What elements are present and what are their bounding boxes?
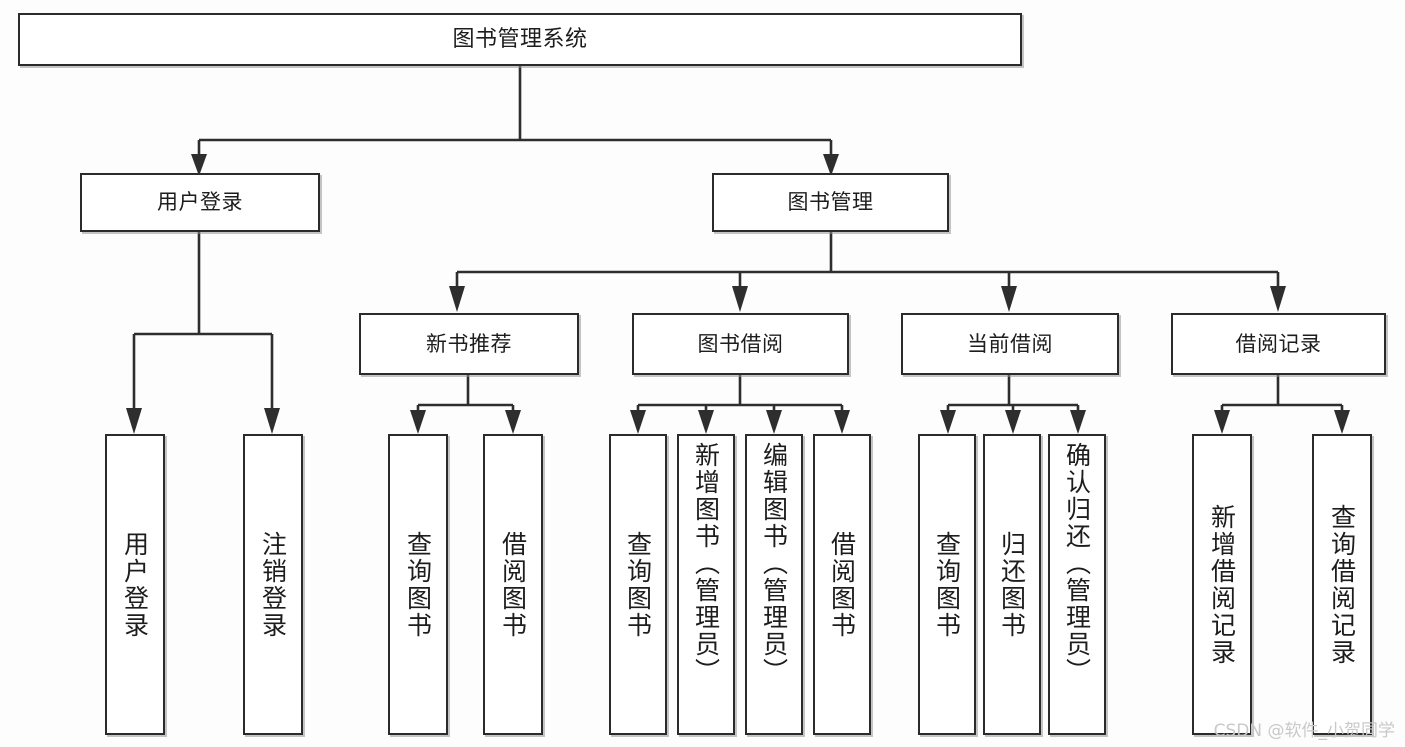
leaf-borrow-query-book[interactable]: 查询图书 [609, 434, 667, 735]
arrowhead-current-leaf-3 [1070, 410, 1086, 434]
leaf-label: 查询借阅记录 [1327, 503, 1357, 666]
arrowhead-book-manage [823, 154, 839, 176]
leaf-borrow-borrow-book[interactable]: 借阅图书 [813, 434, 871, 735]
arrowhead-recommend-leaf-2 [505, 410, 521, 434]
leaf-label: 用户登录 [120, 530, 150, 639]
leaf-label: 查询图书 [623, 530, 653, 639]
arrowhead-borrow-leaf-3 [766, 410, 782, 434]
leaf-record-add-record[interactable]: 新增借阅记录 [1192, 434, 1252, 735]
arrowhead-leaf-user-login [126, 408, 142, 434]
leaf-recommend-query-book[interactable]: 查询图书 [388, 434, 448, 735]
leaf-current-return-book[interactable]: 归还图书 [983, 434, 1041, 735]
leaf-borrow-edit-book[interactable]: 编辑图书（管理员） [745, 434, 803, 735]
leaf-current-query-book[interactable]: 查询图书 [918, 434, 976, 735]
leaf-label: 查询图书 [403, 530, 433, 639]
node-root[interactable]: 图书管理系统 [18, 13, 1022, 66]
arrowhead-leaf-logout [264, 408, 280, 434]
leaf-label: 查询图书 [932, 530, 962, 639]
node-book-manage[interactable]: 图书管理 [712, 173, 949, 232]
arrowhead-user-login [191, 154, 207, 176]
node-current-borrow[interactable]: 当前借阅 [901, 313, 1119, 375]
arrowhead-record-leaf-2 [1334, 410, 1350, 434]
leaf-current-confirm-return[interactable]: 确认归还（管理员） [1048, 434, 1106, 735]
arrowhead-current-leaf-2 [1005, 410, 1021, 434]
leaf-label: 编辑图书（管理员） [759, 442, 789, 685]
leaf-label: 借阅图书 [498, 530, 528, 639]
leaf-recommend-borrow-book[interactable]: 借阅图书 [483, 434, 543, 735]
leaf-logout[interactable]: 注销登录 [243, 434, 303, 735]
arrowhead-record-leaf-1 [1214, 410, 1230, 434]
arrowhead-current-borrow [1001, 286, 1017, 312]
leaf-user-login[interactable]: 用户登录 [105, 434, 165, 735]
node-book-borrow[interactable]: 图书借阅 [632, 313, 849, 375]
leaf-label: 新增图书（管理员） [691, 442, 721, 685]
leaf-label: 归还图书 [997, 530, 1027, 639]
arrowhead-borrow-leaf-2 [698, 410, 714, 434]
leaf-label: 注销登录 [258, 530, 288, 639]
arrowhead-new-book-recommend [449, 286, 465, 312]
leaf-label: 新增借阅记录 [1207, 503, 1237, 666]
arrowhead-current-leaf-1 [940, 410, 956, 434]
watermark: CSDN @软件_小贺同学 [1213, 721, 1395, 741]
node-borrow-record[interactable]: 借阅记录 [1171, 313, 1386, 375]
leaf-label: 借阅图书 [827, 530, 857, 639]
arrowhead-borrow-leaf-4 [834, 410, 850, 434]
arrowhead-book-borrow [732, 286, 748, 312]
leaf-label: 确认归还（管理员） [1062, 442, 1092, 685]
node-user-login[interactable]: 用户登录 [80, 173, 320, 232]
arrowhead-recommend-leaf-1 [410, 410, 426, 434]
arrowhead-borrow-leaf-1 [630, 410, 646, 434]
node-new-book-recommend[interactable]: 新书推荐 [359, 313, 579, 375]
arrowhead-borrow-record [1270, 286, 1286, 312]
leaf-borrow-add-book[interactable]: 新增图书（管理员） [677, 434, 735, 735]
leaf-record-query-record[interactable]: 查询借阅记录 [1312, 434, 1372, 735]
